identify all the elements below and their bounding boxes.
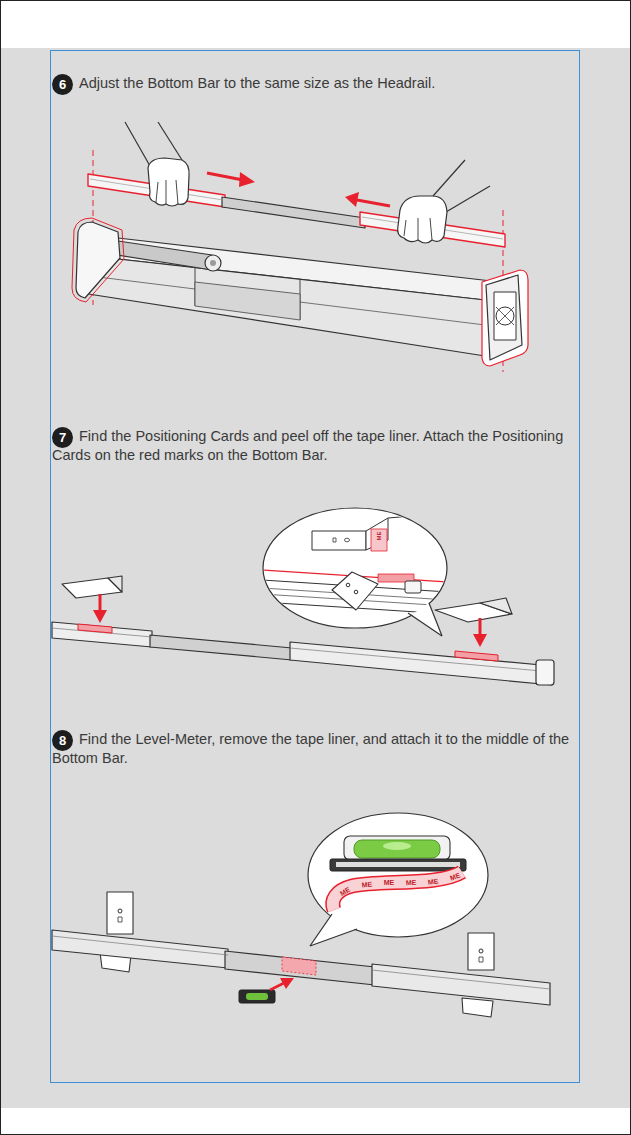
step7-illustration — [52, 508, 554, 685]
step-number-text: 7 — [59, 431, 66, 444]
step8-illustration — [52, 813, 550, 1017]
step-number: 7 — [52, 427, 73, 448]
page-ground — [0, 48, 631, 1108]
step-text: Find the Positioning Cards and peel off … — [52, 427, 590, 465]
tape-marking: ME — [359, 880, 376, 889]
step-number-text: 6 — [59, 78, 66, 91]
tape-marking: ME — [376, 529, 382, 543]
step-number-text: 8 — [59, 734, 66, 747]
step-text: Find the Level-Meter, remove the tape li… — [52, 730, 590, 768]
step-text: Adjust the Bottom Bar to the same size a… — [52, 74, 590, 93]
tape-marking: ME — [381, 879, 397, 886]
tape-marking: ME — [403, 878, 419, 886]
step-number: 6 — [52, 74, 73, 95]
tape-marking: ME — [425, 876, 442, 885]
content-frame — [51, 51, 580, 1083]
step-number: 8 — [52, 730, 73, 751]
step6-illustration — [72, 122, 528, 372]
